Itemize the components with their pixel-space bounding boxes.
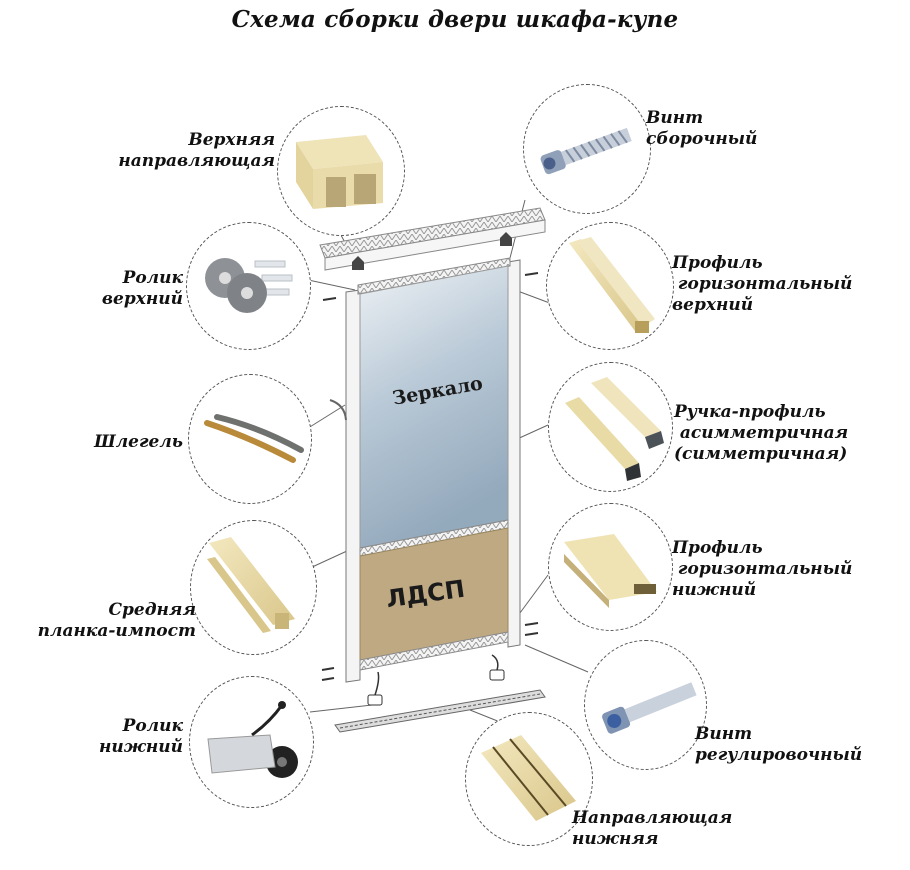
top-rail-callout bbox=[277, 106, 405, 236]
bottom-horizontal-profile-label: Профиль горизонтальный нижний bbox=[672, 538, 853, 600]
assembly-screw-label: Винт сборочный bbox=[646, 108, 758, 149]
top-roller-label: Ролик верхний bbox=[101, 268, 183, 309]
bottom-rail-drawing bbox=[334, 689, 546, 733]
bottom-roller-icon bbox=[207, 701, 298, 778]
schlegel-icon bbox=[204, 414, 304, 463]
bottom-rail-label: Направляющая нижняя bbox=[572, 808, 733, 849]
adjust-screw-label: Винт регулировочный bbox=[695, 724, 863, 765]
adjust-screw-icon bbox=[602, 682, 697, 734]
handle-profile-callout bbox=[548, 362, 673, 492]
middle-impost-label: Средняя планка-импост bbox=[37, 600, 196, 641]
schlegel-callout bbox=[188, 374, 312, 504]
bottom-rail-icon bbox=[481, 735, 576, 821]
diagram-title: Схема сборки двери шкафа-купе bbox=[231, 6, 679, 33]
assembly-screw-icon bbox=[540, 127, 632, 175]
top-roller-callout bbox=[186, 222, 311, 350]
handle-profile-icon bbox=[565, 377, 664, 481]
top-horizontal-profile-icon bbox=[569, 237, 655, 333]
middle-impost-icon bbox=[207, 537, 295, 633]
top-rail-drawing bbox=[319, 207, 546, 271]
top-rail-label: Верхняя направляющая bbox=[118, 130, 275, 171]
middle-impost-callout bbox=[190, 520, 317, 655]
door-frame bbox=[345, 257, 521, 683]
bottom-rail-callout bbox=[465, 712, 593, 846]
adjust-screw-callout bbox=[584, 640, 707, 770]
bottom-horizontal-profile-callout bbox=[548, 503, 673, 631]
handle-profile-label: Ручка-профиль асимметричная (симметрична… bbox=[674, 402, 849, 464]
top-horizontal-profile-callout bbox=[546, 222, 674, 350]
schlegel-label: Шлегель bbox=[94, 432, 183, 452]
bottom-roller-callout bbox=[189, 676, 314, 808]
top-horizontal-profile-label: Профиль горизонтальный верхний bbox=[672, 253, 853, 315]
bottom-horizontal-profile-icon bbox=[564, 534, 657, 608]
assembly-screw-callout bbox=[523, 84, 651, 214]
top-rail-icon bbox=[296, 135, 383, 209]
top-roller-icon bbox=[205, 258, 293, 313]
bottom-roller-label: Ролик нижний bbox=[98, 716, 183, 757]
